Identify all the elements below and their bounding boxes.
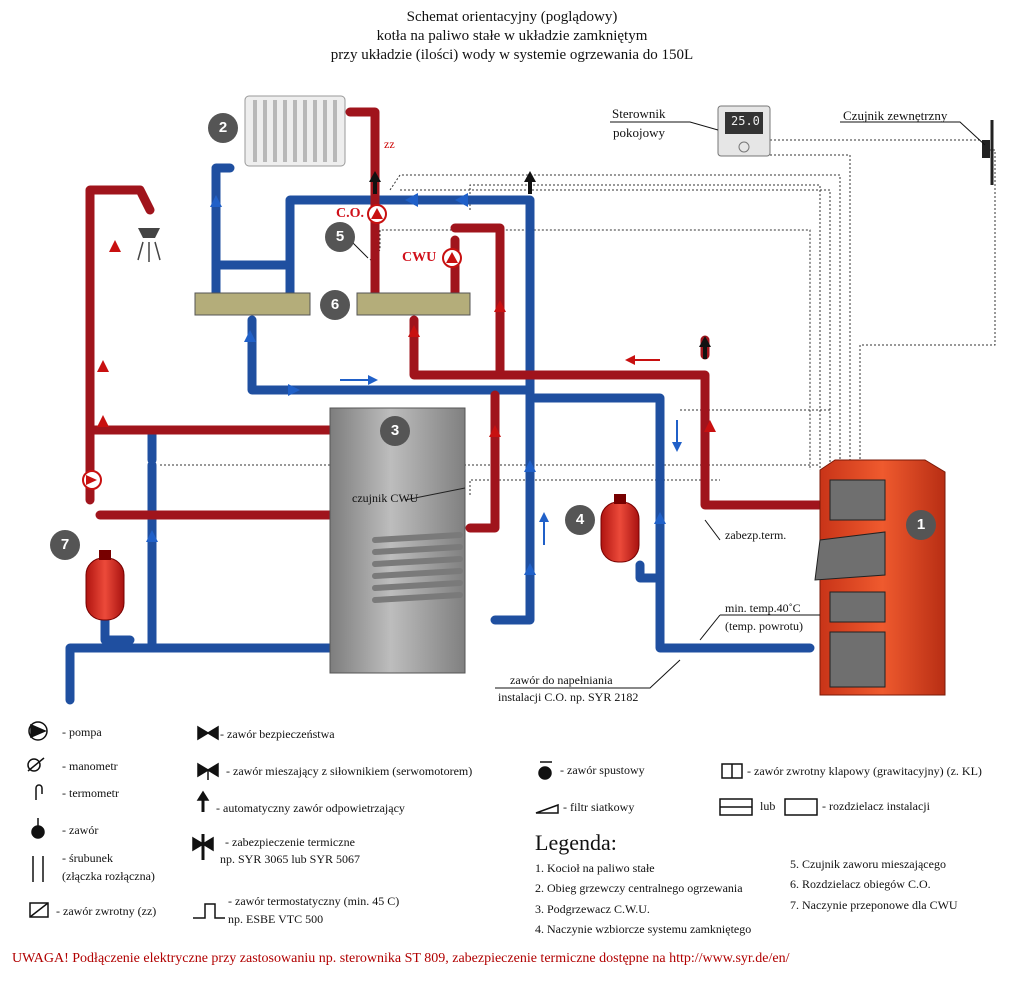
title-line-2: kotła na paliwo stałe w układzie zamknię… (376, 28, 648, 44)
symbol-label-check-valve: - zawór zwrotny (zz) (56, 904, 157, 918)
expansion-vessel-co (600, 494, 640, 563)
marker-2: 2 (208, 113, 238, 143)
legend-item-6: 6. Rozdzielacz obiegów C.O. (790, 877, 931, 891)
symbol-label-strainer: - filtr siatkowy (563, 800, 635, 814)
symbol-label-thermal-protection: - zabezpieczenie termiczne (225, 835, 355, 849)
air-vent-icon (196, 790, 210, 812)
marker-3: 3 (380, 416, 410, 446)
symbol-label-manifold: - rozdzielacz instalacji (822, 799, 930, 813)
legend-item-2: 2. Obieg grzewczy centralnego ogrzewania (535, 881, 743, 895)
thermal-protection-icon (192, 834, 214, 860)
boiler (814, 459, 946, 696)
radiator (244, 95, 346, 167)
min-temp-label: min. temp.40˚C (725, 601, 801, 615)
symbol-label-pump: - pompa (62, 725, 102, 739)
pump-icon (28, 721, 48, 741)
legend-symbols (27, 721, 818, 919)
legend-item-1: 1. Kocioł na paliwo stałe (535, 861, 655, 875)
mixing-valve-icon (197, 762, 219, 780)
expansion-vessel-cwu (85, 550, 125, 621)
title-line-1: Schemat orientacyjny (poglądowy) (406, 9, 618, 25)
symbol-label-air-vent: - automatyczny zawór odpowietrzający (216, 801, 405, 815)
symbol-label-drain-valve: - zawór spustowy (560, 763, 645, 777)
flap-check-valve-icon (721, 763, 743, 779)
symbol-label-thermostatic-valve-2: np. ESBE VTC 500 (228, 912, 324, 926)
hot-pipes (85, 107, 825, 533)
co-pump-label: C.O. (336, 206, 364, 221)
marker-5: 5 (325, 222, 355, 252)
symbol-label-flap-check-valve: - zawór zwrotny klapowy (grawitacyjny) (… (747, 764, 982, 778)
external-sensor-label: Czujnik zewnętrzny (843, 108, 948, 123)
symbol-label-thermometer: - termometr (62, 786, 119, 800)
diagram-title: Schemat orientacyjny (poglądowy) kotła n… (262, 8, 762, 65)
room-controller-label: Sterownik (612, 106, 666, 121)
legend-item-3: 3. Podgrzewacz C.W.U. (535, 902, 650, 916)
return-temp-label: (temp. powrotu) (725, 619, 803, 633)
symbol-label-union-2: (złączka rozłączna) (62, 869, 155, 883)
title-line-3: przy układzie (ilości) wody w systemie o… (330, 47, 694, 63)
warning-note: UWAGA! Podłączenie elektryczne przy zast… (12, 951, 790, 966)
thermostat-display-value: 25.0 (731, 114, 760, 128)
symbol-label-valve: - zawór (62, 823, 99, 837)
pump-co (367, 204, 387, 224)
marker-7: 7 (50, 530, 80, 560)
symbol-label-mixing-valve: - zawór mieszający z siłownikiem (serwom… (226, 764, 473, 778)
shower-head (137, 228, 161, 262)
legend-item-7: 7. Naczynie przeponowe dla CWU (790, 898, 958, 912)
room-controller-label-2: pokojowy (613, 125, 665, 140)
manifold-icon (719, 798, 818, 816)
flow-arrows (97, 193, 716, 575)
air-vents (369, 171, 711, 359)
legend-item-5: 5. Czujnik zaworu mieszającego (790, 857, 946, 871)
valve-icon (31, 818, 45, 839)
strainer-icon (535, 803, 559, 814)
thermostatic-valve-icon (193, 903, 225, 919)
control-wiring (160, 139, 996, 495)
room-thermostat (717, 105, 771, 157)
pump-cwu (442, 248, 462, 268)
cwu-sensor-label: czujnik CWU (352, 491, 419, 505)
thermometer-icon (35, 784, 43, 800)
symbol-label-safety-valve: - zawór bezpieczeństwa (220, 727, 335, 741)
legend-title: Legenda: (535, 830, 617, 855)
external-sensor (982, 120, 994, 185)
check-valve-icon (29, 902, 49, 918)
union-icon (32, 856, 44, 882)
pump-tank-loop (82, 470, 102, 490)
manometer-icon (27, 757, 45, 772)
safety-valve-icon (197, 725, 219, 741)
manifold-right (356, 292, 471, 316)
symbol-label-thermal-protection-2: np. SYR 3065 lub SYR 5067 (220, 852, 361, 866)
symbol-label-union: - śrubunek (62, 851, 113, 865)
cwu-pump-label: CWU (402, 250, 437, 265)
drain-valve-icon (538, 761, 552, 780)
fill-valve-label-2: instalacji C.O. np. SYR 2182 (498, 690, 639, 704)
marker-6: 6 (320, 290, 350, 320)
marker-1: 1 (906, 510, 936, 540)
hot-water-tank (329, 407, 466, 674)
legend-item-4: 4. Naczynie wzbiorcze systemu zamknięteg… (535, 922, 752, 936)
symbol-label-thermostatic-valve: - zawór termostatyczny (min. 45 C) (228, 894, 400, 908)
marker-4: 4 (565, 505, 595, 535)
symbol-label-manometer: - manometr (62, 759, 118, 773)
check-valve-label: zz (384, 137, 395, 151)
thermal-protection-label: zabezp.term. (725, 528, 787, 542)
manifold-left (194, 292, 311, 316)
symbol-label-manifold-or: lub (760, 799, 776, 813)
fill-valve-label-1: zawór do napełniania (510, 673, 613, 687)
